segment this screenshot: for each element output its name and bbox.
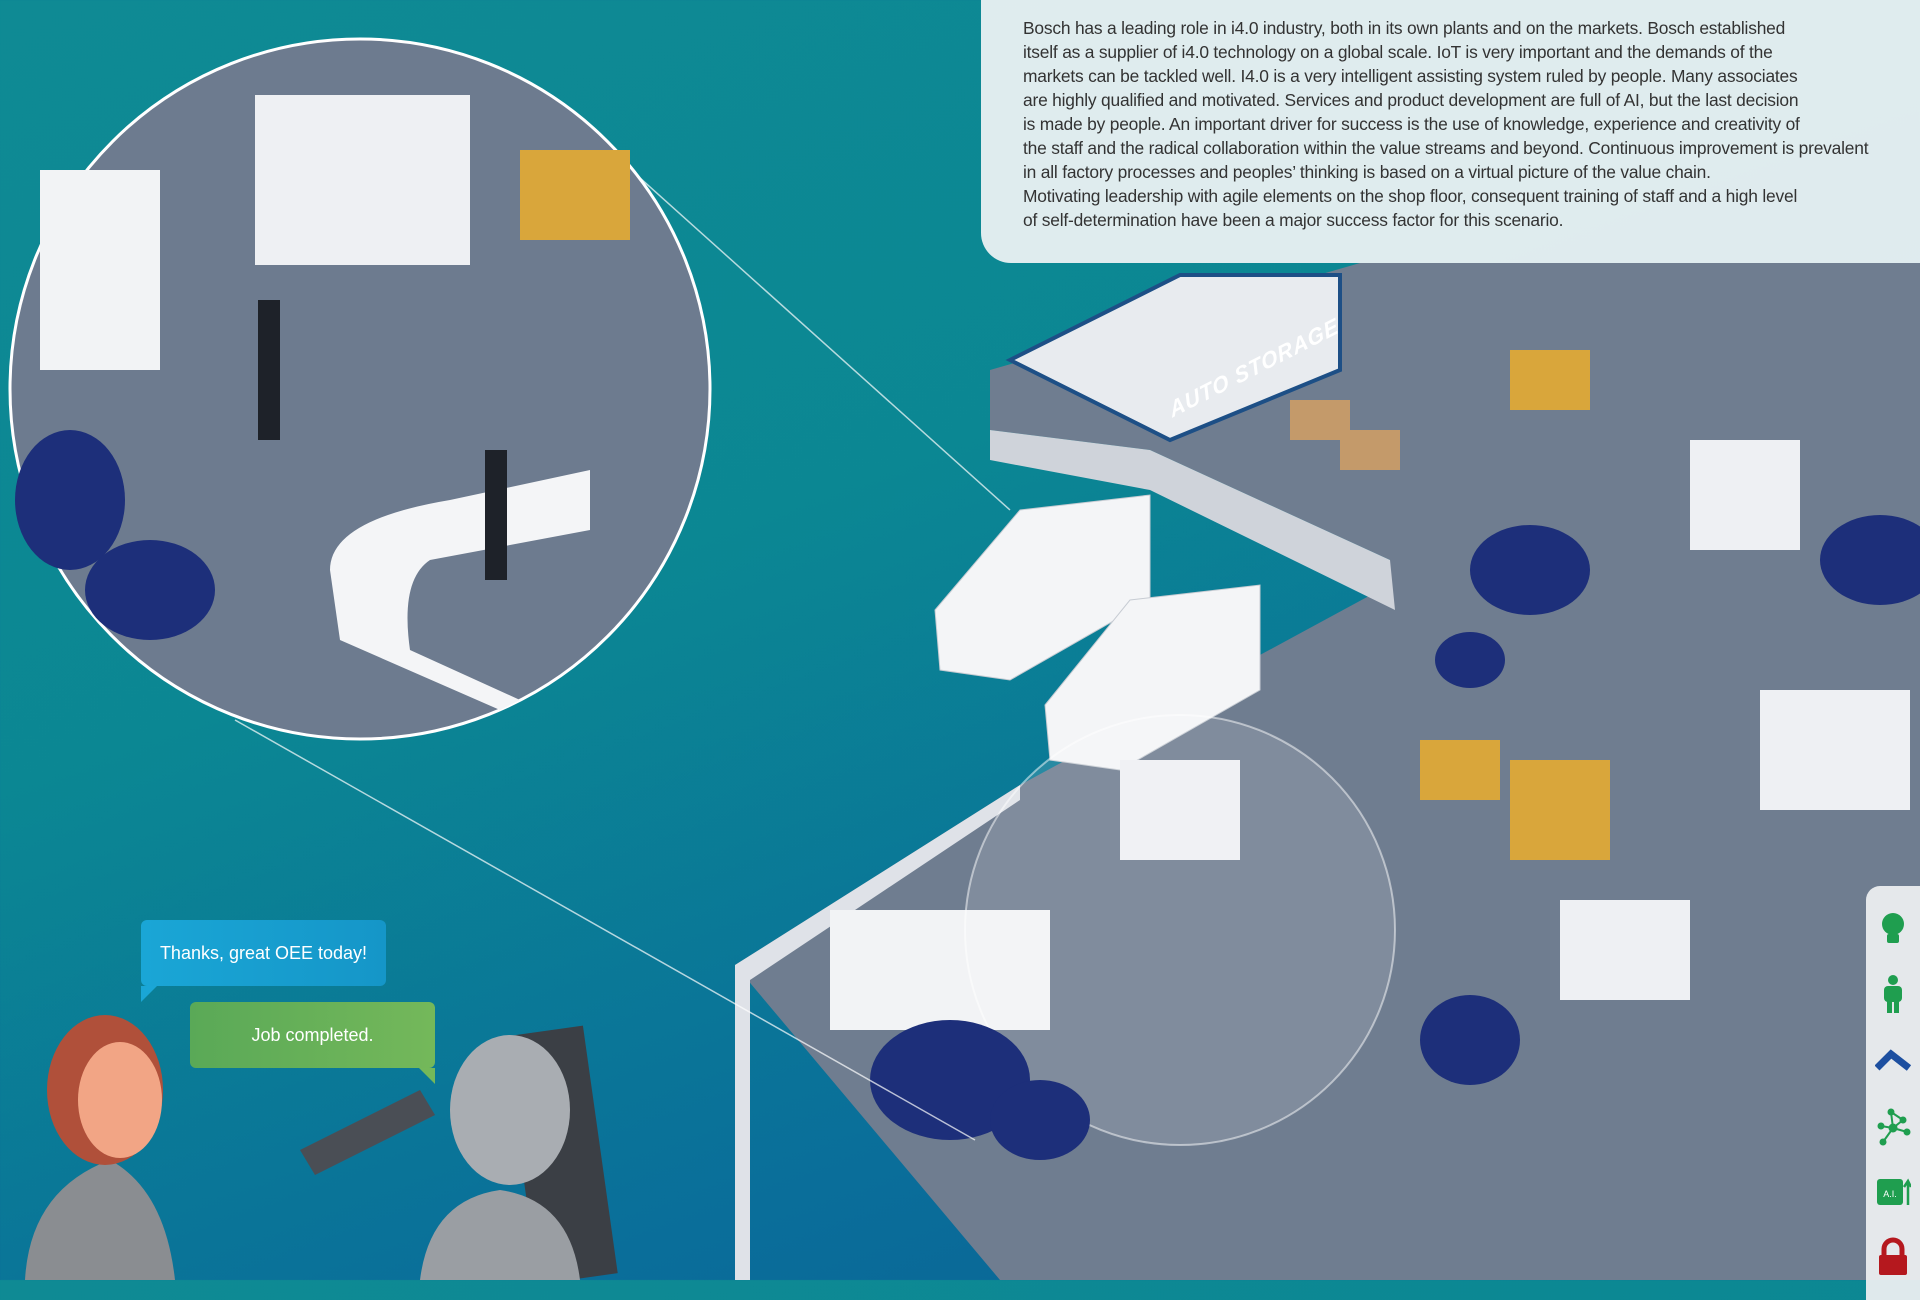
icon-sidebar: A.I. xyxy=(1866,886,1920,1300)
machines xyxy=(830,350,1910,1030)
lock-icon[interactable] xyxy=(1875,1237,1911,1277)
person-icon[interactable] xyxy=(1875,974,1911,1014)
human-speech-bubble: Thanks, great OEE today! xyxy=(141,920,386,1002)
description-line: of self-determination have been a major … xyxy=(1023,210,1564,230)
description-line: are highly qualified and motivated. Serv… xyxy=(1023,90,1799,110)
description-line: Motivating leadership with agile element… xyxy=(1023,186,1798,206)
robot-speech-bubble: Job completed. xyxy=(190,1002,435,1084)
description-panel: Bosch has a leading role in i4.0 industr… xyxy=(981,0,1920,263)
description-line: the staff and the radical collaboration … xyxy=(1023,138,1869,158)
description-line: markets can be tackled well. I4.0 is a v… xyxy=(1023,66,1798,86)
lightbulb-icon[interactable] xyxy=(1875,909,1911,949)
data-clouds xyxy=(870,515,1920,1160)
description-line: is made by people. An important driver f… xyxy=(1023,114,1800,134)
description-line: in all factory processes and peoples’ th… xyxy=(1023,162,1711,182)
factory-wall xyxy=(735,785,1020,1280)
woman-avatar xyxy=(25,1015,175,1280)
network-icon[interactable] xyxy=(1875,1106,1911,1146)
description-line: Bosch has a leading role in i4.0 industr… xyxy=(1023,18,1786,38)
description-line: itself as a supplier of i4.0 technology … xyxy=(1023,42,1773,62)
auto-storage xyxy=(1005,273,1342,443)
factory-wall-inner xyxy=(990,370,1395,610)
robot-avatar xyxy=(300,1025,618,1280)
zoom-circle xyxy=(8,37,712,741)
robot-arm-icon[interactable] xyxy=(1875,1040,1911,1080)
zoom-highlight xyxy=(964,714,1396,1146)
delivery-van xyxy=(934,494,1261,771)
ai-chip-icon[interactable]: A.I. xyxy=(1875,1171,1911,1211)
svg-text:A.I.: A.I. xyxy=(1883,1189,1897,1199)
